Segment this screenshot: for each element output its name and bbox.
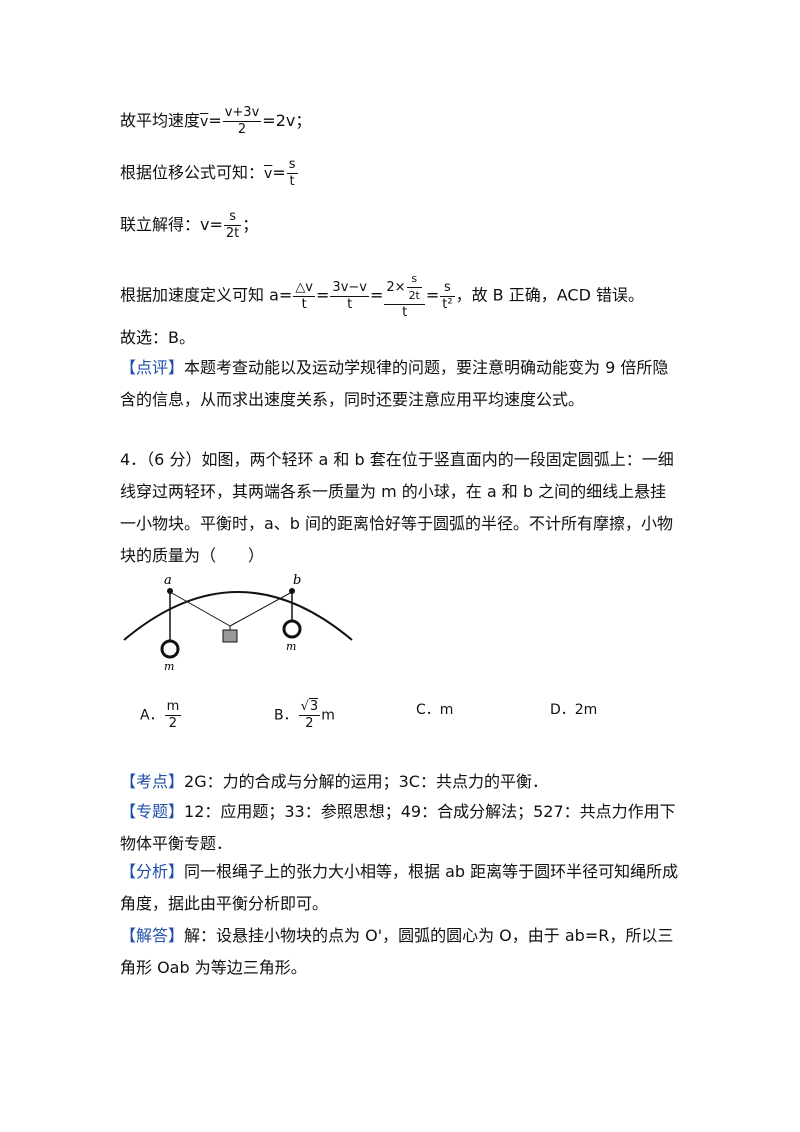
fraction-denominator: t [347,296,353,312]
fraction-numerator: 3v−v [330,279,369,297]
question-number: 4．（6 分） [120,450,202,469]
left-ball [160,639,180,659]
equals-sign: = [208,111,222,130]
fenxi-paragraph: 【分析】同一根绳子上的张力大小相等，根据 ab 距离等于圆环半径可知绳所成角度，… [120,856,680,920]
avg-v-symbol: v [200,114,209,130]
arc-rings-diagram: a b m m [123,573,353,673]
option-c[interactable]: C．m [416,702,454,718]
displacement-prefix: 根据位移公式可知： [120,163,265,182]
option-b-label: B． [274,707,298,724]
equals-sign: = [369,285,384,305]
label-m-left: m [164,660,174,673]
circular-arc [123,591,353,641]
fraction-numerator: s [286,157,298,174]
comment-text: 本题考查动能以及运动学规律的问题，要注意明确动能变为 9 倍所隐含的信息，从而求… [120,358,669,409]
comment-paragraph: 【点评】本题考查动能以及运动学规律的问题，要注意明确动能变为 9 倍所隐含的信息… [120,352,680,416]
inner-numerator: s [406,272,422,288]
equals-sign: = [316,285,330,305]
jieda-text: 解：设悬挂小物块的点为 O'，圆弧的圆心为 O，由于 ab=R，所以三角形 Oa… [120,926,674,977]
fenxi-text: 同一根绳子上的张力大小相等，根据 ab 距离等于圆环半径可知绳所成角度，据此由平… [120,862,679,913]
fraction-denominator: t [289,174,295,189]
kaodian-text: 2G：力的合成与分解的运用；3C：共点力的平衡． [184,772,548,791]
fraction-denominator: 2 [168,716,178,731]
zhuanti-paragraph: 【专题】12：应用题；33：参照思想；49：合成分解法；527：共点力作用下物体… [120,796,680,860]
option-b-suffix: m [321,707,335,724]
question-figure: a b m m [118,566,358,680]
numerator-coefficient: 2× [386,280,406,295]
fraction-denominator: t² [442,296,453,312]
fraction-numerator: △v [293,279,316,297]
equals-sign: = [425,285,440,305]
equals-sign: = [272,163,286,182]
fraction-numerator: m [164,699,182,716]
string-left-segment [169,591,231,627]
comment-tag: 【点评】 [120,358,185,377]
fraction-denominator: t [402,305,408,320]
fraction-numerator: v+3v [222,105,262,122]
fraction-numerator: s [440,280,455,297]
option-a-label: A． [140,707,164,724]
jieda-tag: 【解答】 [120,926,185,945]
acceleration-prefix: 根据加速度定义可知 a= [120,285,293,305]
label-m-right: m [286,640,296,653]
fraction-numerator: √3 [298,698,321,716]
jieda-paragraph: 【解答】解：设悬挂小物块的点为 O'，圆弧的圆心为 O，由于 ab=R，所以三角… [120,920,680,984]
kaodian-tag: 【考点】 [120,772,185,791]
answer-line: 故选：B。 [120,328,195,347]
disp-v-symbol: v [264,166,273,182]
small-block [222,629,238,643]
fraction-denominator: 2 [305,716,314,731]
fraction-denominator: 2t [225,226,240,241]
option-d[interactable]: D．2m [550,702,598,718]
zhuanti-text: 12：应用题；33：参照思想；49：合成分解法；527：共点力作用下物体平衡专题… [120,802,676,853]
avg-velocity-result: =2v； [262,111,312,130]
fraction-denominator: 2 [237,122,247,137]
fraction-numerator: s [223,210,242,226]
question-paragraph: 4．（6 分）如图，两个轻环 a 和 b 套在位于竖直面内的一段固定圆弧上：一细… [120,444,680,572]
inner-denominator: 2t [408,289,420,302]
zhuanti-tag: 【专题】 [120,802,185,821]
string-right-segment [229,591,293,627]
avg-velocity-prefix: 故平均速度 [120,111,201,130]
label-a: a [164,573,172,588]
ring-b [289,588,295,594]
right-ball [282,619,302,639]
solve-suffix: ； [242,215,259,234]
acceleration-suffix: ，故 B 正确，ACD 错误。 [455,285,644,305]
fraction-denominator: t [301,296,307,312]
question-text: 如图，两个轻环 a 和 b 套在位于竖直面内的一段固定圆弧上：一细线穿过两轻环，… [120,450,674,565]
solve-prefix: 联立解得：v= [120,215,223,234]
sqrt-radicand: 3 [308,698,319,714]
ring-a [167,588,173,594]
kaodian-paragraph: 【考点】2G：力的合成与分解的运用；3C：共点力的平衡． [120,766,680,798]
label-b: b [293,573,301,588]
fenxi-tag: 【分析】 [120,862,185,881]
